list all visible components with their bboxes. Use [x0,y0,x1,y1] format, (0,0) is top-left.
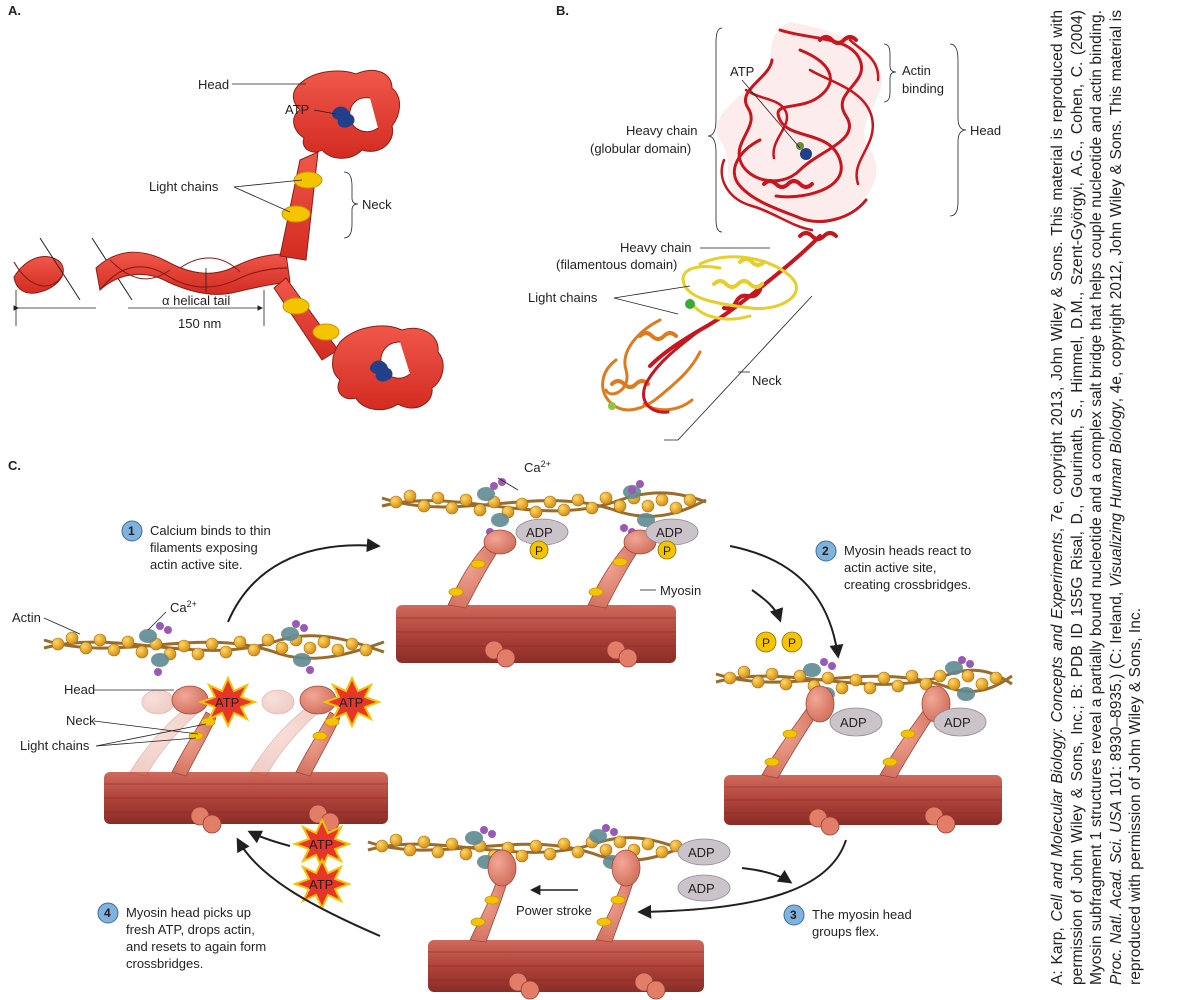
label-c-neck: Neck [66,713,96,728]
adp-text-2: ADP [656,525,683,540]
label-b-head: Head [970,123,1001,138]
step3-line2: groups flex. [812,924,879,939]
step4-line4: crossbridges. [126,956,203,971]
ribbon-structure-icon [601,22,882,414]
label-c-ca-1: Ca2+ [170,599,197,615]
actin-filament-icon [43,478,1013,869]
step2-line2: actin active site, [844,560,937,575]
panel-c: C. [8,458,1013,1000]
atp-text-4: ATP [309,877,333,892]
label-power-stroke: Power stroke [516,903,592,918]
p-text-4: P [788,636,796,650]
label-neck: Neck [362,197,392,212]
label-length: 150 nm [178,316,221,331]
atp-text-1: ATP [215,695,239,710]
label-b-heavy-filamentous-1: Heavy chain [620,240,692,255]
label-c-light-chains: Light chains [20,738,90,753]
step4-number: 4 [104,906,111,920]
p-text-1: P [535,544,543,558]
step4-line3: and resets to again form [126,939,266,954]
label-head: Head [198,77,229,92]
adp-text-5: ADP [688,845,715,860]
panel-a-letter: A. [8,3,21,18]
label-helical-tail: α helical tail [162,293,230,308]
label-b-light-chains: Light chains [528,290,598,305]
step4-line1: Myosin head picks up [126,905,251,920]
adp-p-group: ADP ADP P P P P ADP ADP ADP ADP [515,518,987,902]
step3-number: 3 [790,908,797,922]
label-b-heavy-filamentous-2: (filamentous domain) [556,257,677,272]
adp-text-6: ADP [688,881,715,896]
label-b-binding: binding [902,81,944,96]
myosin-head-group [129,529,951,943]
label-atp: ATP [285,102,309,117]
label-b-atp: ATP [730,64,754,79]
adp-text-3: ADP [840,715,867,730]
myosin-molecule-icon [13,70,444,411]
atp-text-2: ATP [339,695,363,710]
step1-number: 1 [128,524,135,538]
cycle-arrow-icon [227,538,847,937]
label-b-neck: Neck [752,373,782,388]
adp-text-4: ADP [944,715,971,730]
step2-line3: creating crossbridges. [844,577,971,592]
thick-filament-icon [104,605,1002,1000]
adp-text-1: ADP [526,525,553,540]
p-text-2: P [663,544,671,558]
label-c-ca-2: Ca2+ [524,459,551,475]
label-light-chains: Light chains [149,179,219,194]
label-c-myosin: Myosin [660,583,701,598]
step-badges: 1 2 3 4 [97,520,837,926]
step1-line2: filaments exposing [150,540,258,555]
step1-line3: actin active site. [150,557,243,572]
panel-b-letter: B. [556,3,569,18]
step4-line2: fresh ATP, drops actin, [126,922,255,937]
step3-line1: The myosin head [812,907,912,922]
atp-text-3: ATP [309,837,333,852]
credit-caption: A: Karp, Cell and Molecular Biology: Con… [1049,9,1145,985]
step1-line1: Calcium binds to thin [150,523,271,538]
panel-c-letter: C. [8,458,21,473]
label-c-actin: Actin [12,610,41,625]
atp-starburst-icon: ATP ATP ATP ATP [200,677,380,909]
panel-b: B. [528,3,1001,441]
step2-number: 2 [822,544,829,558]
label-b-heavy-globular-1: Heavy chain [626,123,698,138]
p-text-3: P [762,636,770,650]
label-b-heavy-globular-2: (globular domain) [590,141,691,156]
step2-line1: Myosin heads react to [844,543,971,558]
panel-a: A. [8,3,444,411]
label-c-head: Head [64,682,95,697]
label-b-actin: Actin [902,63,931,78]
